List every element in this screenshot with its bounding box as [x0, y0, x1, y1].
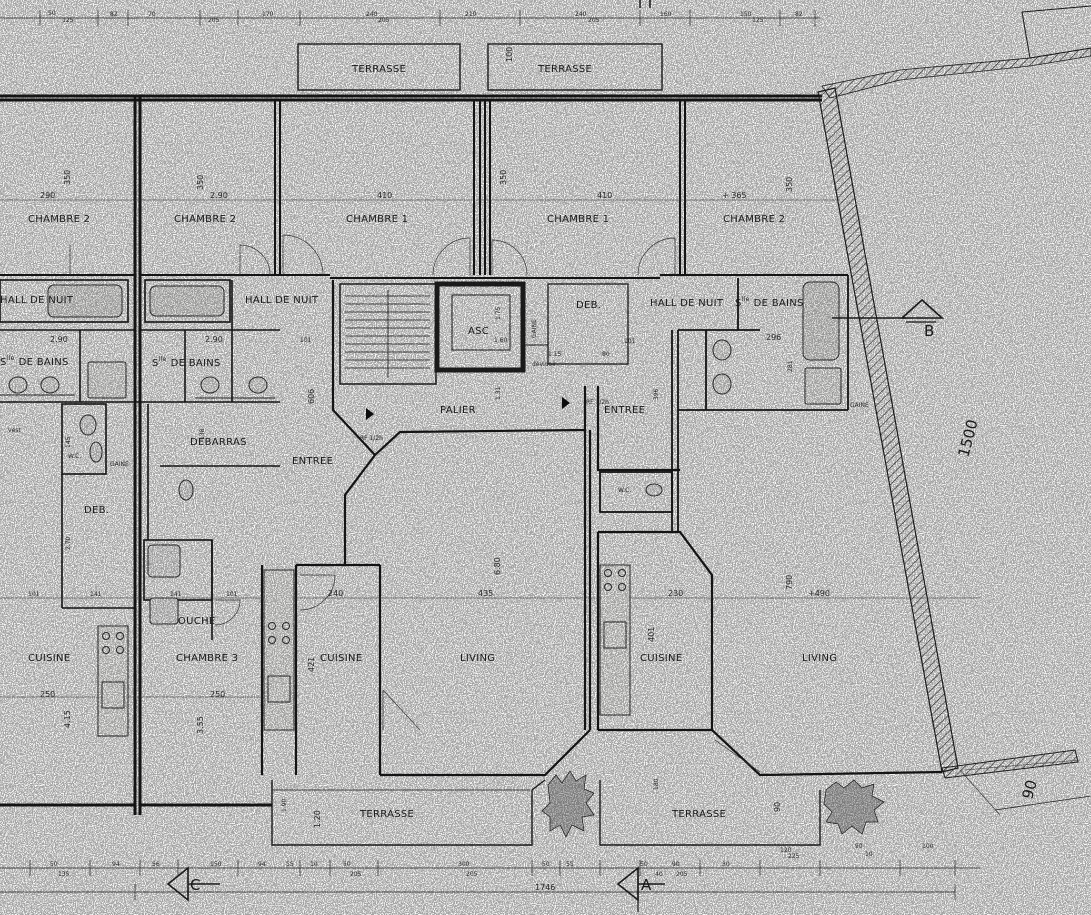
floor-plan: 50 125 82 70 205 170 240 205 210 240 205…: [0, 0, 1091, 915]
scan-grain: [0, 0, 1091, 915]
